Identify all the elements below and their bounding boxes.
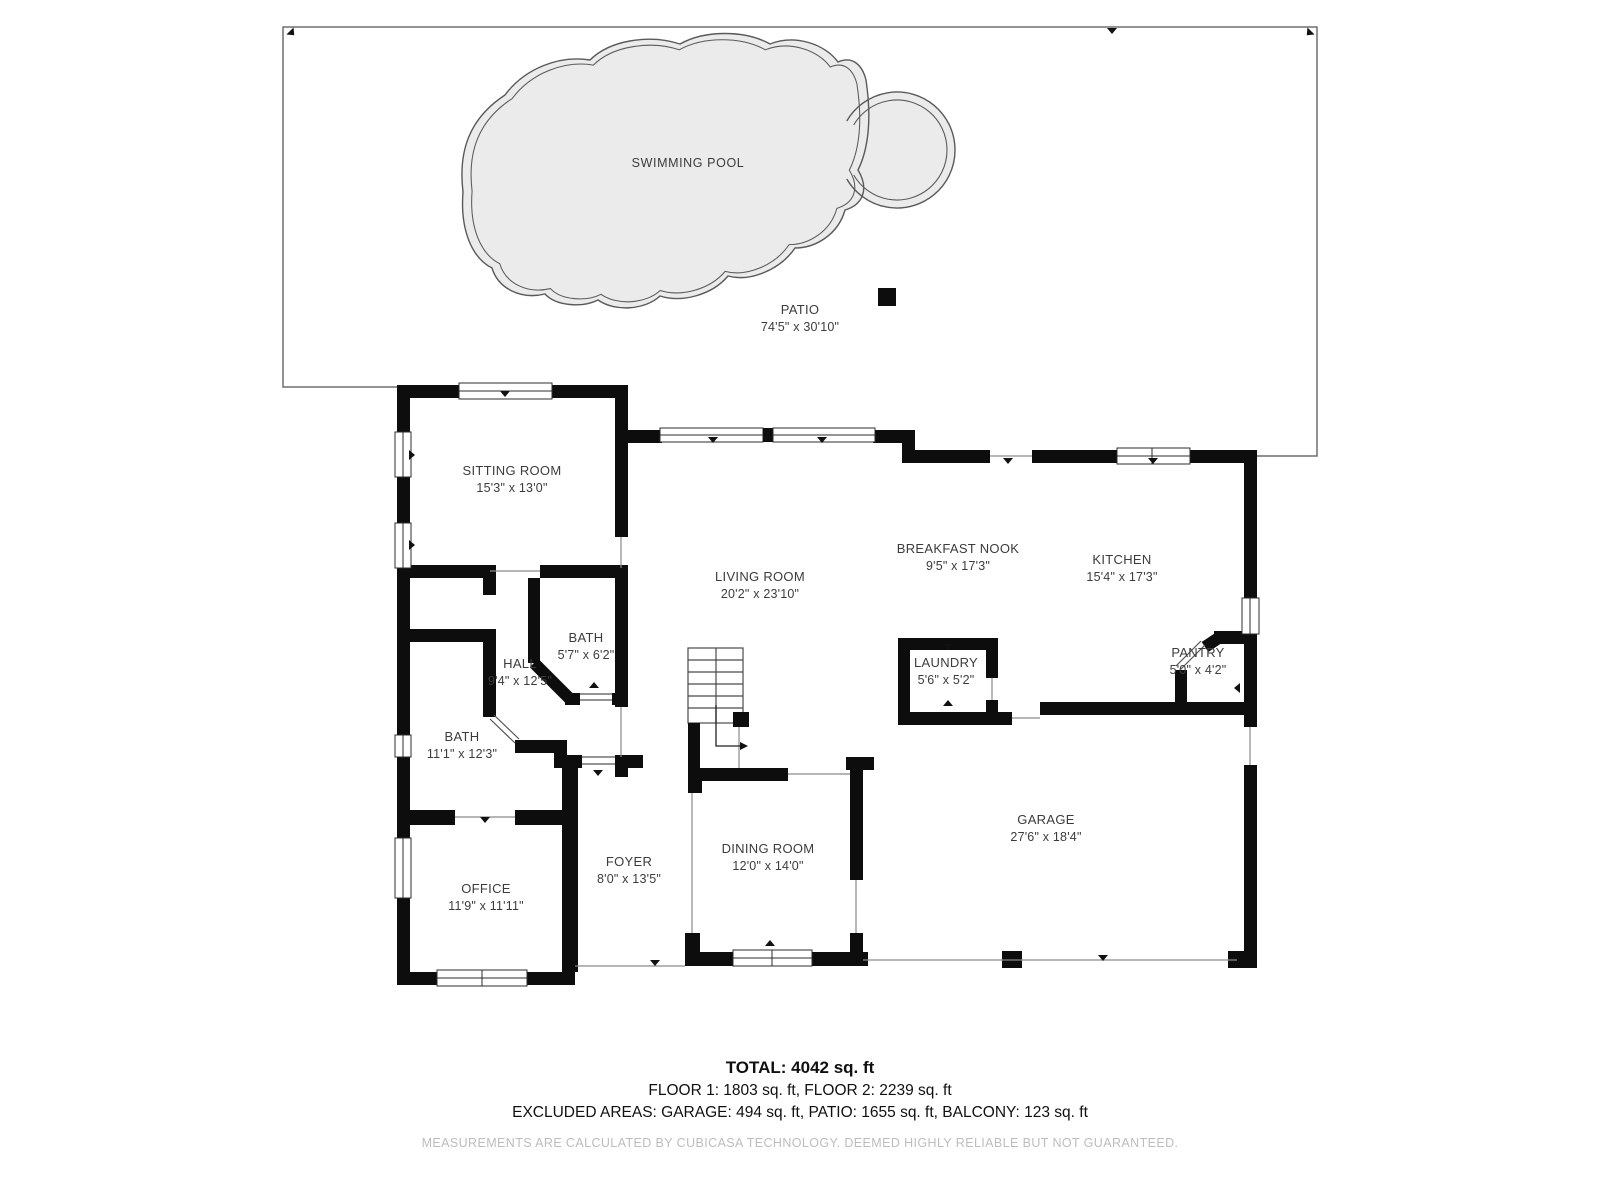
patio-dims: 74'5" x 30'10" <box>761 320 839 334</box>
room-name: FOYER <box>606 854 652 869</box>
room-label-sitting-room: SITTING ROOM 15'3" x 13'0" <box>463 463 562 495</box>
room-name: DINING ROOM <box>722 841 815 856</box>
spa-outline-outer <box>846 91 956 209</box>
patio-equipment-square <box>878 288 896 306</box>
disclaimer-text: MEASUREMENTS ARE CALCULATED BY CUBICASA … <box>421 1136 1179 1150</box>
room-name: BATH <box>569 630 604 645</box>
pool-outline-inner <box>470 39 861 303</box>
room-label-office: OFFICE 11'9" x 11'11" <box>448 881 524 913</box>
room-label-garage: GARAGE 27'6" x 18'4" <box>1010 812 1081 844</box>
floor-areas-text: FLOOR 1: 1803 sq. ft, FLOOR 2: 2239 sq. … <box>648 1082 952 1099</box>
room-dims: 9'5" x 17'3" <box>926 559 990 573</box>
room-name: GARAGE <box>1017 812 1074 827</box>
room-label-hall: HALL 9'4" x 12'5" <box>488 656 552 688</box>
room-label-bath-small: BATH 5'7" x 6'2" <box>558 630 615 662</box>
pool-label: SWIMMING POOL <box>632 156 745 170</box>
windows <box>394 382 1260 987</box>
room-dims: 15'3" x 13'0" <box>476 481 547 495</box>
stair-arrow-head <box>740 742 748 750</box>
patio-name: PATIO <box>781 302 820 317</box>
room-dims: 5'7" x 6'2" <box>558 648 615 662</box>
pool-outline-outer <box>461 32 870 309</box>
room-label-pantry: PANTRY 5'0" x 4'2" <box>1170 645 1227 677</box>
spa-outline-inner <box>853 99 948 201</box>
room-name: LAUNDRY <box>914 655 978 670</box>
room-name: SITTING ROOM <box>463 463 562 478</box>
room-label-bath-large: BATH 11'1" x 12'3" <box>427 729 497 761</box>
room-label-living-room: LIVING ROOM 20'2" x 23'10" <box>715 569 805 601</box>
stair-direction-arrow <box>715 705 740 747</box>
room-dims: 5'6" x 5'2" <box>918 673 975 687</box>
patio-boundary <box>282 26 1318 457</box>
room-dims: 20'2" x 23'10" <box>721 587 799 601</box>
room-dims: 11'1" x 12'3" <box>427 747 497 761</box>
door-openings <box>455 455 1251 967</box>
room-name: KITCHEN <box>1092 552 1151 567</box>
total-area-text: TOTAL: 4042 sq. ft <box>725 1058 875 1077</box>
room-dims: 27'6" x 18'4" <box>1010 830 1081 844</box>
room-name: LIVING ROOM <box>715 569 805 584</box>
room-dims: 9'4" x 12'5" <box>488 674 552 688</box>
swimming-pool-label: SWIMMING POOL <box>632 156 745 170</box>
room-name: BREAKFAST NOOK <box>897 541 1019 556</box>
room-dims: 11'9" x 11'11" <box>448 899 524 913</box>
room-dims: 15'4" x 17'3" <box>1086 570 1157 584</box>
room-label-laundry: LAUNDRY 5'6" x 5'2" <box>914 655 978 687</box>
room-dims: 5'0" x 4'2" <box>1170 663 1227 677</box>
room-name: HALL <box>503 656 537 671</box>
room-label-dining-room: DINING ROOM 12'0" x 14'0" <box>722 841 815 873</box>
room-label-foyer: FOYER 8'0" x 13'5" <box>597 854 661 886</box>
room-name: BATH <box>445 729 480 744</box>
room-dims: 12'0" x 14'0" <box>732 859 803 873</box>
swimming-pool <box>461 32 956 309</box>
patio-label: PATIO 74'5" x 30'10" <box>761 302 839 334</box>
room-label-kitchen: KITCHEN 15'4" x 17'3" <box>1086 552 1157 584</box>
excluded-areas-text: EXCLUDED AREAS: GARAGE: 494 sq. ft, PATI… <box>512 1104 1088 1121</box>
room-name: PANTRY <box>1171 645 1224 660</box>
room-dims: 8'0" x 13'5" <box>597 872 661 886</box>
area-summary: TOTAL: 4042 sq. ft FLOOR 1: 1803 sq. ft,… <box>0 1058 1600 1150</box>
room-name: OFFICE <box>461 881 510 896</box>
room-label-breakfast-nook: BREAKFAST NOOK 9'5" x 17'3" <box>897 541 1019 573</box>
staircase <box>687 647 749 770</box>
